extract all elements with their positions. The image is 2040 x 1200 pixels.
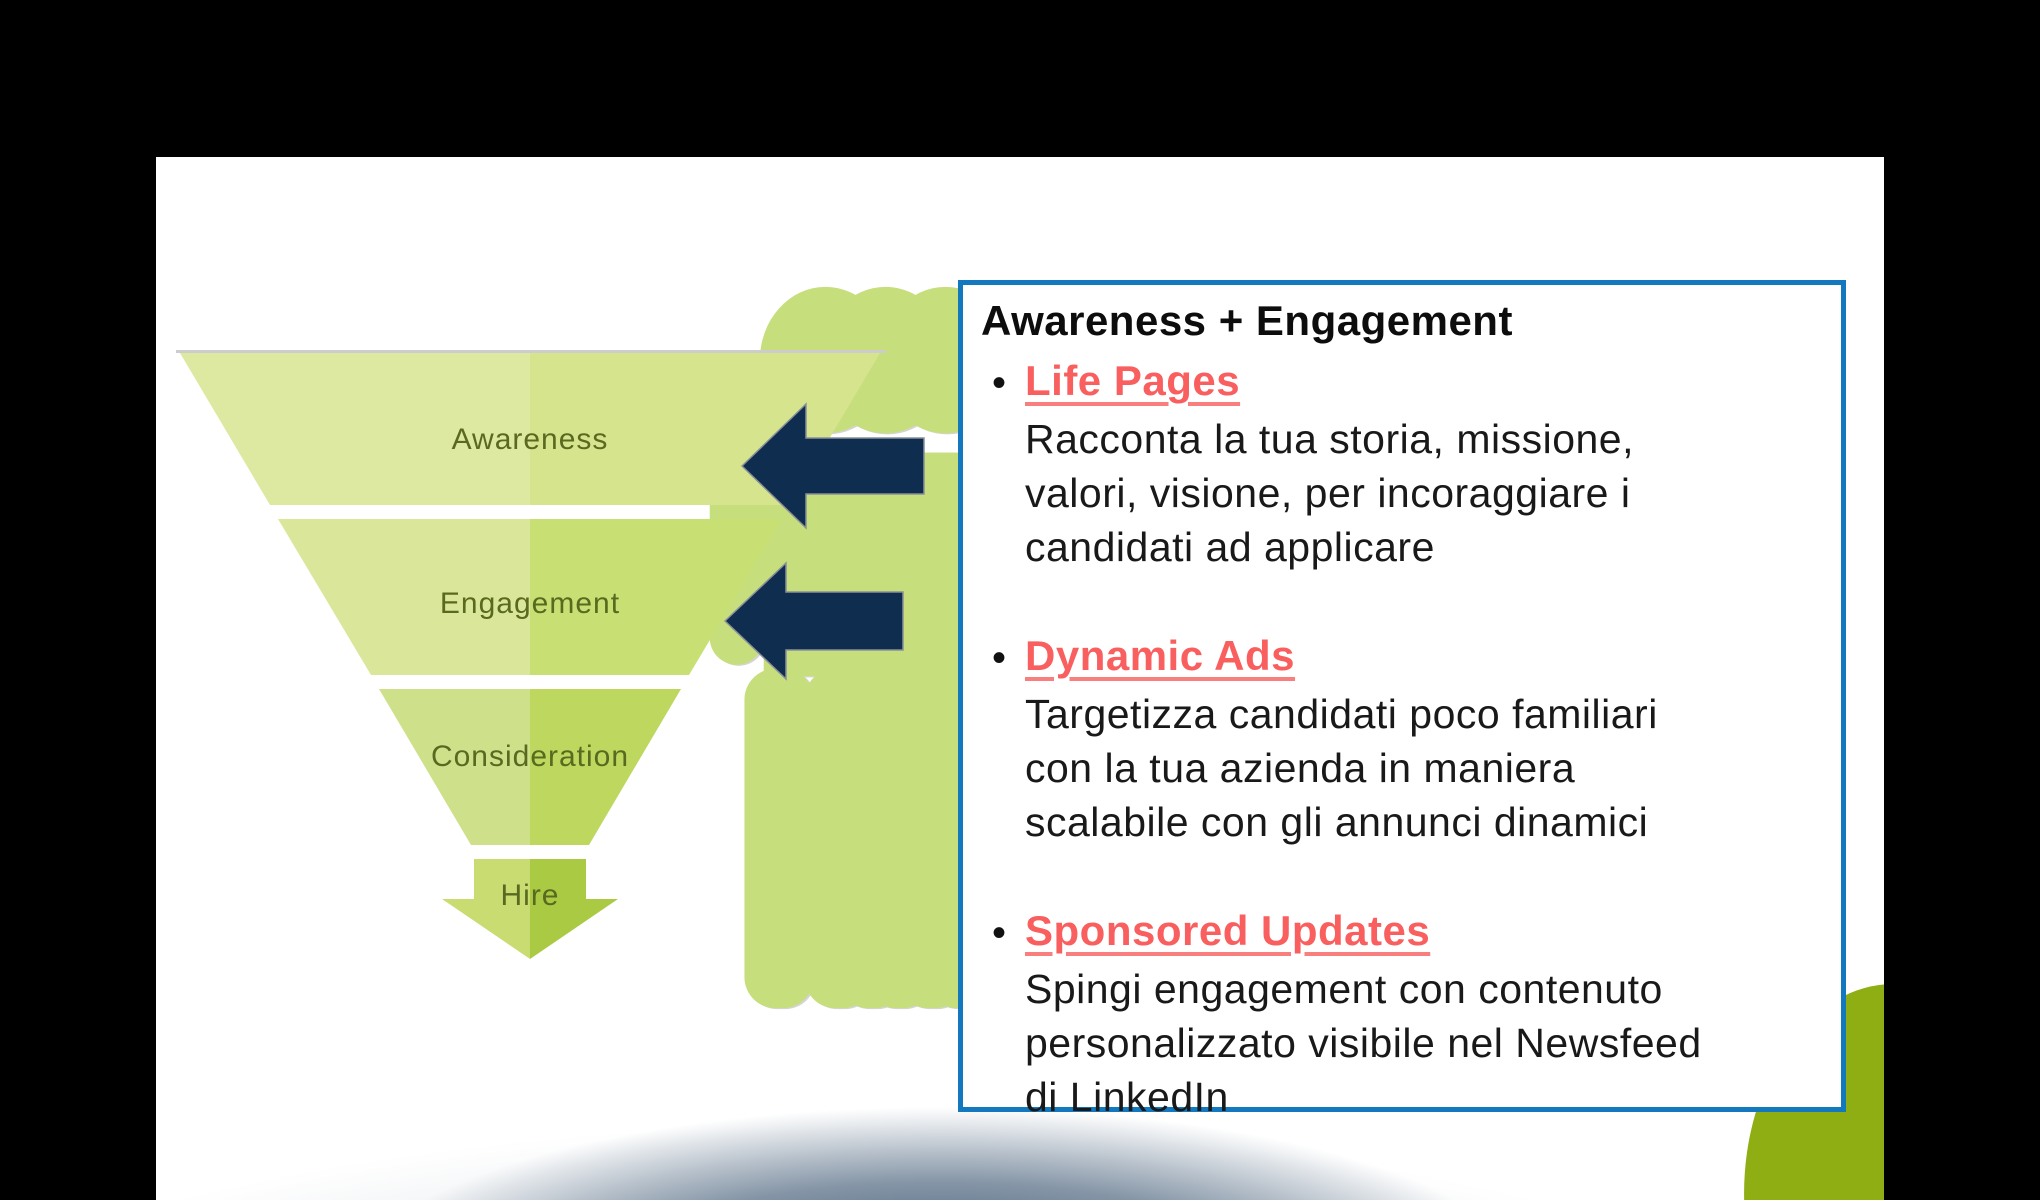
callout-item-body: Targetizza candidati poco familiari con … [1025,691,1658,846]
funnel-stage-hire-label: Hire [500,879,559,912]
callout-box: Awareness + Engagement • Life Pages Racc… [958,280,1846,1120]
callout-item-heading[interactable]: Dynamic Ads [1025,632,1296,680]
callout-item-heading[interactable]: Sponsored Updates [1025,907,1431,955]
bullet-icon: • [991,911,1006,956]
funnel-stage-consideration-label: Consideration [431,740,629,773]
callout-item-body: Spingi engagement con contenuto personal… [1025,966,1702,1121]
callout-title: Awareness + Engagement [981,297,1513,344]
callout-item-sponsored-updates: • Sponsored Updates Spingi engagement co… [973,905,1823,1124]
funnel-stage-awareness-label: Awareness [452,423,609,456]
slide-canvas: Awareness Engagement Consideration Hire [156,157,1884,1200]
callout-item-heading[interactable]: Life Pages [1025,357,1241,405]
callout-item-dynamic-ads: • Dynamic Ads Targetizza candidati poco … [973,630,1823,849]
funnel-stage-engagement-label: Engagement [440,587,620,620]
bullet-icon: • [991,361,1006,406]
arrow-engagement-icon [723,561,904,681]
ground-line [176,350,886,353]
funnel-stage-engagement: Engagement [278,519,782,675]
callout-arrows [723,402,925,681]
callout-item-life-pages: • Life Pages Racconta la tua storia, mis… [973,355,1823,574]
funnel-stage-hire: Hire [442,859,618,959]
arrow-awareness-icon [740,402,925,530]
funnel-stage-consideration: Consideration [379,689,681,845]
callout-item-body: Racconta la tua storia, missione, valori… [1025,416,1634,571]
recruitment-funnel-diagram: Awareness Engagement Consideration Hire [176,157,1884,1200]
bullet-icon: • [991,636,1006,681]
